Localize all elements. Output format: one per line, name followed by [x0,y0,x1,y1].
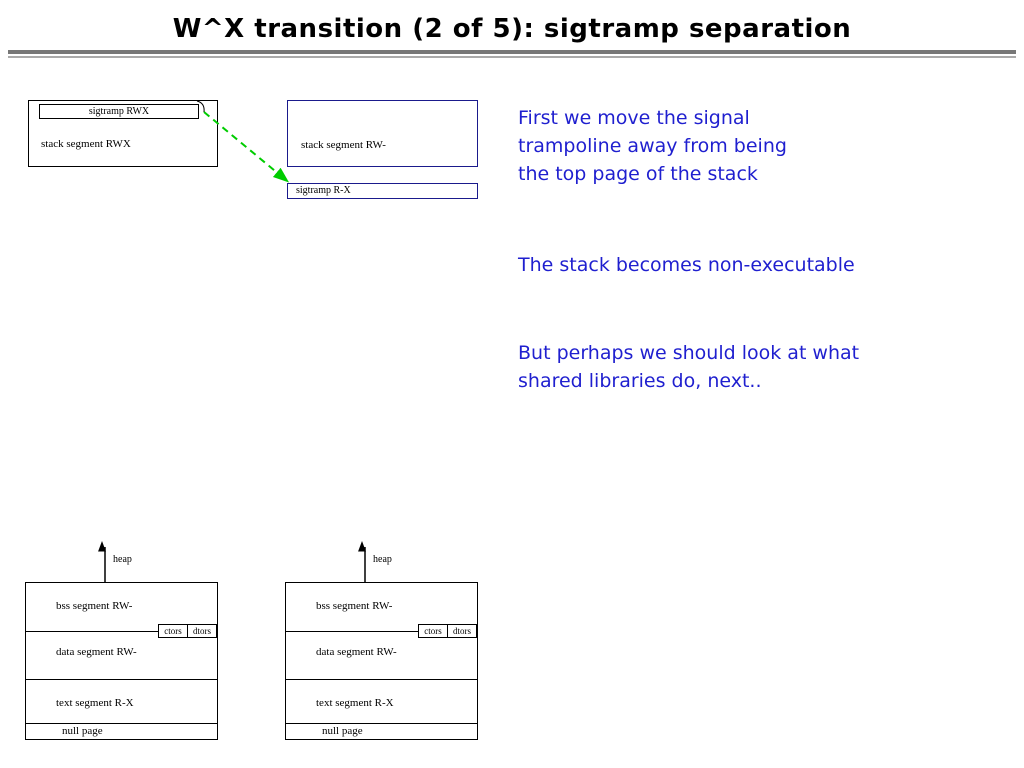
dtors-box: dtors [447,624,477,638]
title-rule-top [8,50,1016,54]
sigtramp-rwx-label: sigtramp RWX [88,106,150,117]
heap-arrow-icon [357,540,373,582]
dtors-box: dtors [187,624,217,638]
bss-data-divider [286,631,477,632]
bss-segment-label: bss segment RW- [56,600,133,612]
sigtramp-rx-box: sigtramp R-X [287,183,478,199]
stack-before-box: sigtramp RWX stack segment RWX [28,100,218,167]
stack-segment-rwx-label: stack segment RWX [41,138,131,150]
text-segment-label: text segment R-X [316,697,394,709]
page-title: W^X transition (2 of 5): sigtramp separa… [172,14,852,44]
bss-data-divider [26,631,217,632]
exe-box: bss segment RW- data segment RW- text se… [25,582,218,740]
null-page-label: null page [62,725,103,737]
exe-layout-before: heap bss segment RW- data segment RW- te… [25,540,218,740]
data-text-divider [26,679,217,680]
sigtramp-move-arrow-icon [196,100,290,183]
heap-label: heap [373,554,392,565]
heap-arrow-icon [97,540,113,582]
stack-segment-rw-label: stack segment RW- [301,139,386,151]
stack-after-box: stack segment RW- [287,100,478,167]
heap-label: heap [113,554,132,565]
bss-segment-label: bss segment RW- [316,600,393,612]
null-page-label: null page [322,725,363,737]
note-shared-libs: But perhaps we should look at what share… [518,342,860,392]
exe-box: bss segment RW- data segment RW- text se… [285,582,478,740]
data-segment-label: data segment RW- [316,646,397,658]
title-rule-bottom [8,56,1016,58]
ctors-box: ctors [418,624,448,638]
text-segment-label: text segment R-X [56,697,134,709]
text-null-divider [26,723,217,724]
sigtramp-rx-label: sigtramp R-X [296,185,351,196]
sigtramp-rwx-box: sigtramp RWX [39,104,199,119]
ctors-box: ctors [158,624,188,638]
text-null-divider [286,723,477,724]
exe-layout-after: heap bss segment RW- data segment RW- te… [285,540,478,740]
data-segment-label: data segment RW- [56,646,137,658]
data-text-divider [286,679,477,680]
note-move-sigtramp: First we move the signal trampoline away… [518,107,787,185]
note-stack-nonexec: The stack becomes non-executable [518,254,855,276]
